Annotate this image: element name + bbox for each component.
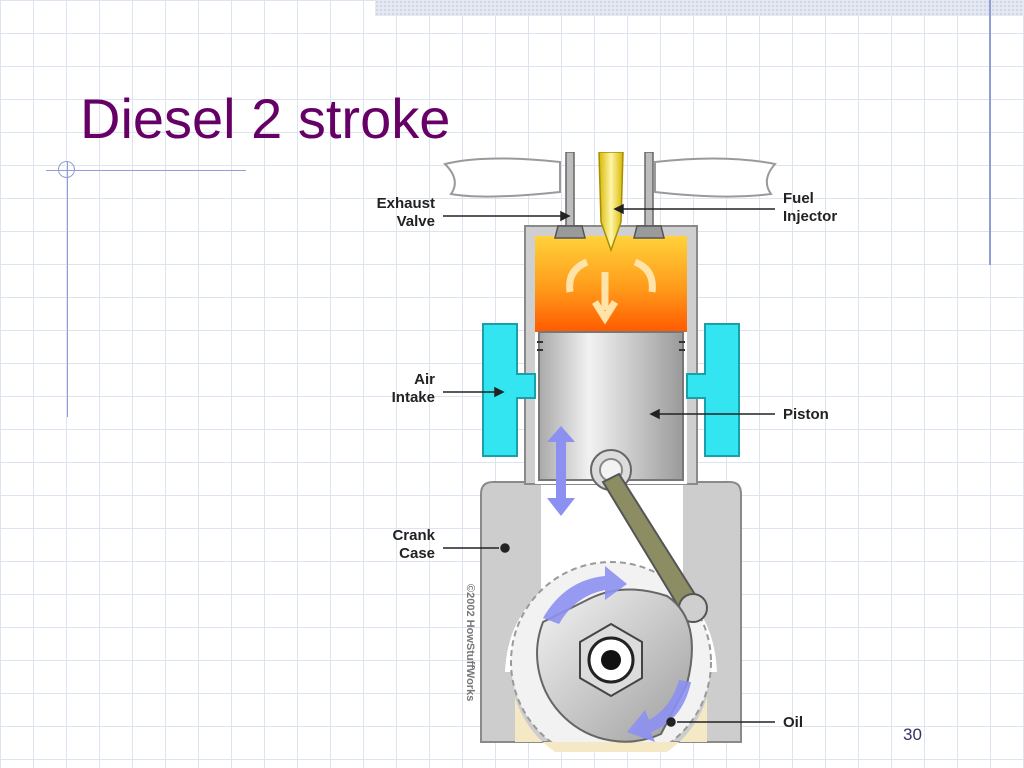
left-accent-vertical-line [67, 162, 68, 417]
exhaust-valve-left [554, 152, 586, 239]
label-fuel-line1: Fuel [783, 190, 814, 207]
label-piston: Piston [783, 406, 829, 423]
air-intake-left [482, 323, 536, 457]
engine-diagram: Exhaust Valve Fuel Injector Air Intake P… [365, 152, 855, 752]
crosshair-ornament-icon [58, 161, 75, 178]
label-oil: Oil [783, 714, 803, 731]
combustion-down-arrow-icon [592, 272, 618, 325]
copyright-text: ©2002 HowStuffWorks [464, 584, 476, 701]
swirl-arrow-left-icon [566, 258, 589, 293]
label-air-line2: Intake [392, 389, 435, 406]
label-air-line1: Air [414, 371, 435, 388]
label-exhaust-line2: Valve [397, 213, 435, 230]
rotation-arrow-top-icon [543, 566, 627, 624]
fuel-injector [598, 152, 624, 253]
rotation-arrow-bottom-icon [627, 680, 691, 742]
left-accent-horizontal-line [46, 170, 246, 171]
engine-diagram-svg: Exhaust Valve Fuel Injector Air Intake P… [377, 152, 837, 752]
label-crank-line1: Crank [392, 527, 435, 544]
label-crank-line2: Case [399, 545, 435, 562]
label-fuel-line2: Injector [783, 208, 837, 225]
top-decorative-bar [375, 0, 1024, 16]
exhaust-port-left [443, 157, 561, 198]
leader-lines [443, 203, 775, 727]
right-accent-line [989, 0, 991, 265]
piston-motion-arrow-icon [547, 426, 575, 516]
label-exhaust-line1: Exhaust [377, 195, 435, 212]
air-intake-right [686, 323, 740, 457]
slide-title: Diesel 2 stroke [80, 87, 451, 150]
swirl-arrow-right-icon [633, 258, 656, 293]
exhaust-port-right [654, 157, 777, 198]
exhaust-valve-right [633, 152, 665, 239]
page-number: 30 [903, 725, 922, 744]
